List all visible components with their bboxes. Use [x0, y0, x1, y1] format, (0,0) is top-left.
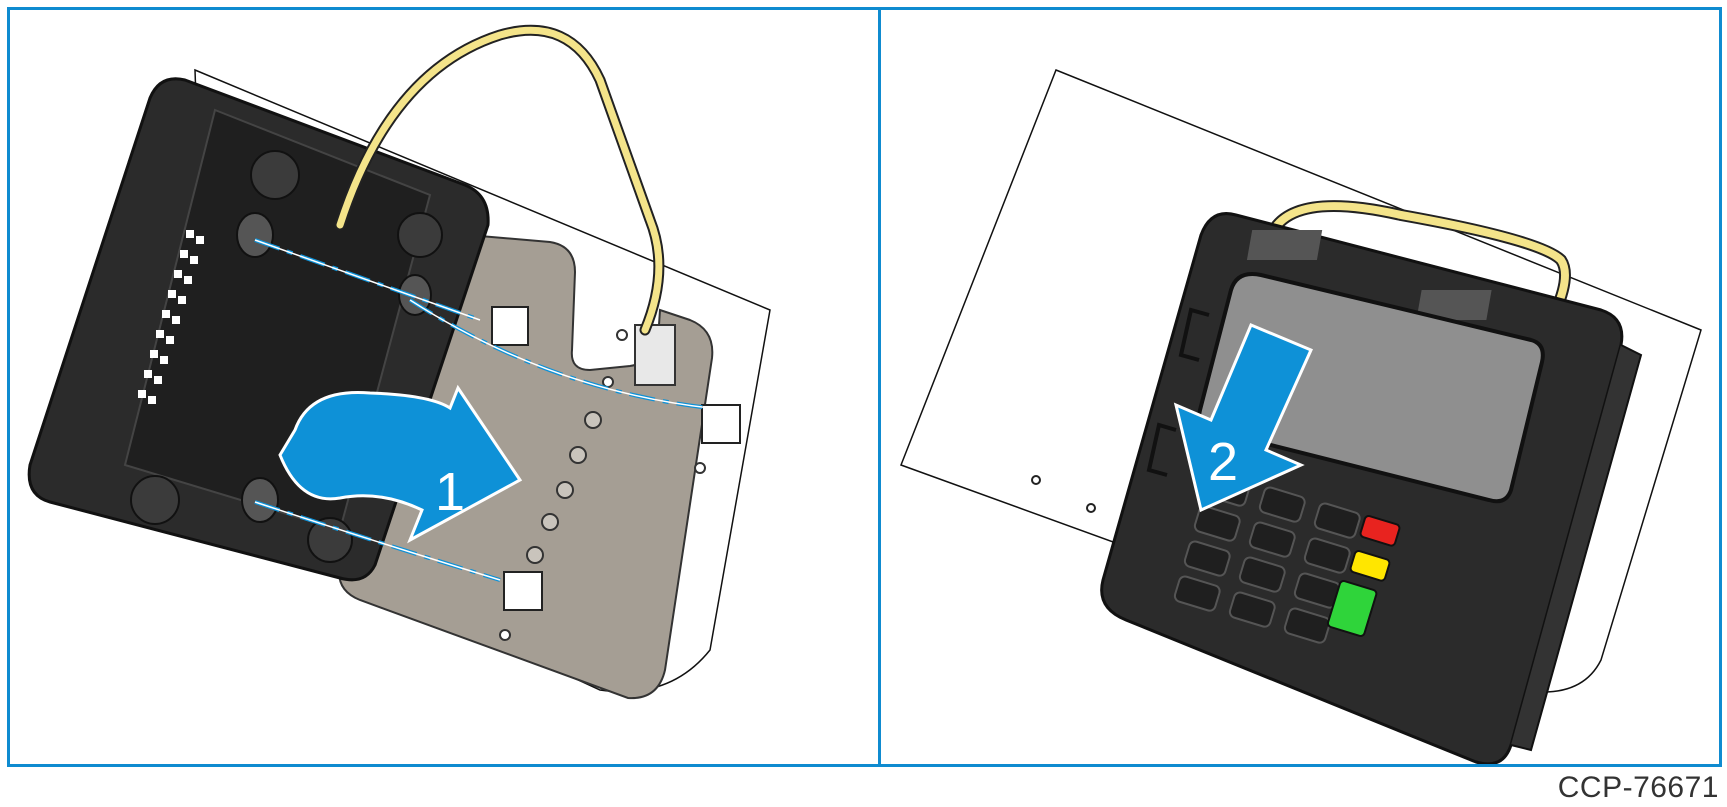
step-2-number: 2 [1208, 432, 1238, 492]
bracket-screws [499, 329, 706, 641]
step-2-illustration: 2 [900, 69, 1702, 764]
figure-id: CCP-76671 [1557, 771, 1719, 804]
cable [1267, 202, 1569, 314]
payment-terminal-front [1100, 212, 1643, 764]
curved-arrow-icon: 1 [278, 384, 523, 544]
port-strip [138, 230, 204, 404]
step-1-illustration: 1 [27, 24, 771, 700]
step-2-panel [878, 7, 1722, 767]
bracket-slot-bottom [503, 571, 543, 611]
cable-clip [634, 324, 676, 386]
down-arrow-icon: 2 [1173, 323, 1314, 513]
cancel-key [1359, 514, 1401, 547]
rubber-feet [130, 150, 443, 563]
bracket-slot-right [701, 404, 741, 444]
mount-holes [1031, 475, 1096, 513]
step-1-number: 1 [435, 462, 465, 522]
bracket-slot-top [491, 306, 529, 346]
enter-key [1326, 579, 1378, 638]
clear-key [1349, 549, 1391, 582]
cable [336, 26, 663, 334]
keypad [1173, 470, 1361, 644]
display-screen [1197, 272, 1545, 504]
speaker-grille [1246, 230, 1492, 320]
